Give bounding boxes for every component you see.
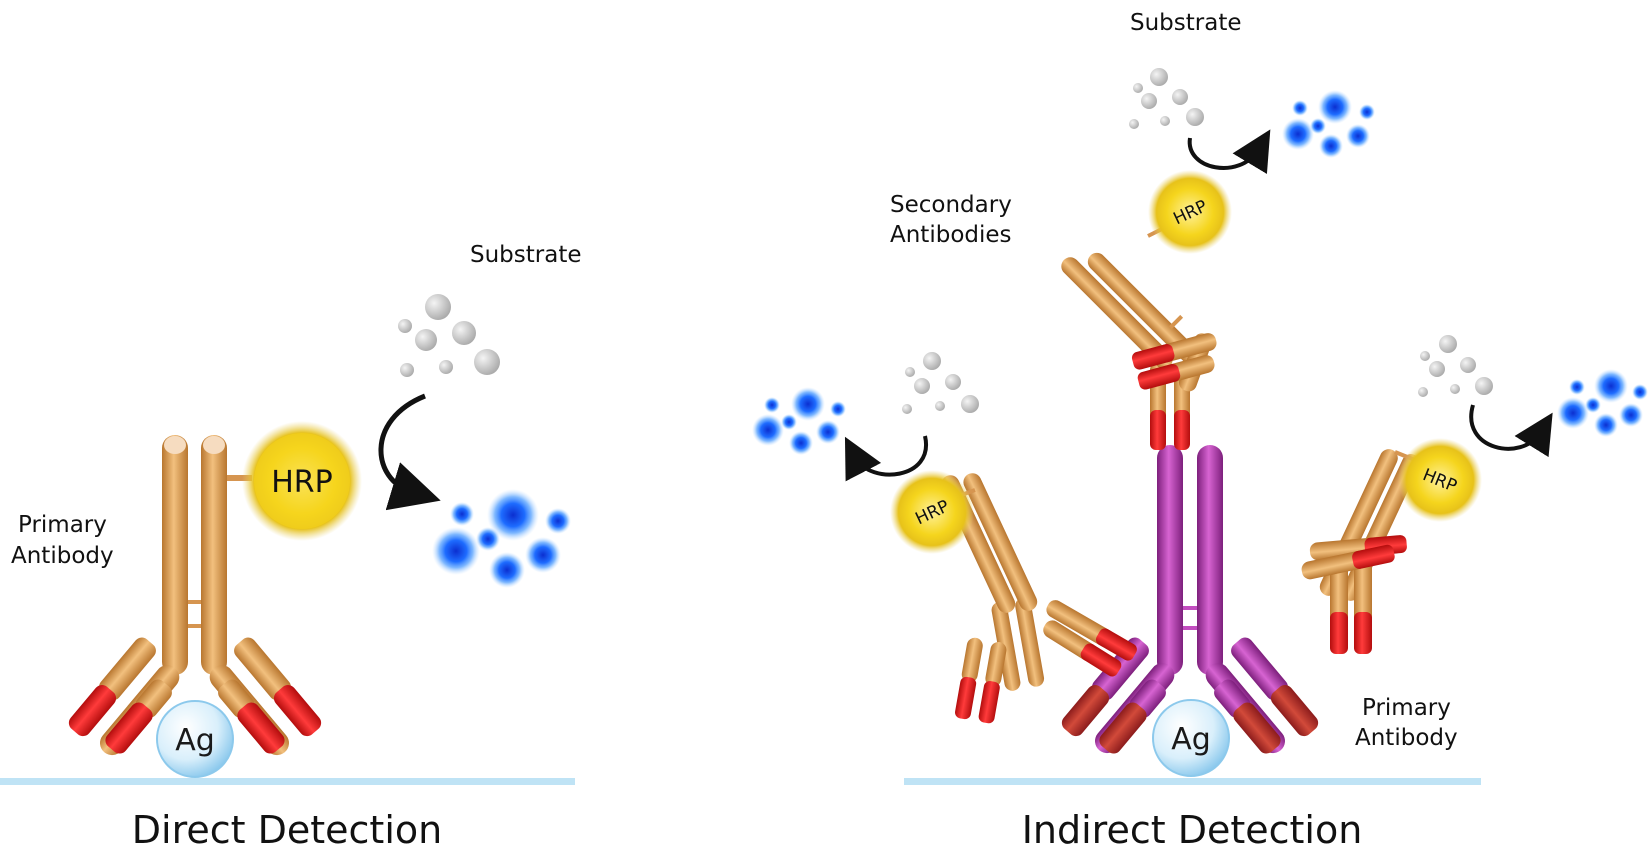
- indirect-reaction-arrow-right: [1469, 404, 1553, 458]
- direct-substrate-molecules: [398, 294, 500, 377]
- indirect-hrp-left: HRP: [890, 470, 974, 554]
- indirect-substrate-molecules-left: [902, 352, 979, 414]
- direct-primary-antibody: [68, 435, 322, 756]
- direct-reaction-arrow: [378, 393, 441, 511]
- indirect-reaction-arrow-top: [1187, 129, 1271, 175]
- indirect-substrate-label: Substrate: [1130, 10, 1242, 36]
- indirect-secondary-label-line1: Secondary: [890, 192, 1012, 218]
- indirect-surface: [904, 778, 1481, 785]
- direct-title: Direct Detection: [132, 808, 442, 852]
- direct-product-molecules: [432, 489, 571, 588]
- indirect-substrate-molecules-right: [1418, 335, 1493, 397]
- indirect-product-molecules-right: [1557, 369, 1648, 437]
- indirect-primary-label-line2: Antibody: [1355, 725, 1458, 751]
- direct-antigen-label: Ag: [175, 723, 215, 758]
- indirect-substrate-molecules-top: [1129, 68, 1204, 129]
- direct-substrate-label: Substrate: [470, 242, 582, 268]
- indirect-product-molecules-top: [1282, 90, 1375, 158]
- direct-hrp-label: HRP: [271, 465, 333, 500]
- indirect-primary-antibody: [1061, 445, 1319, 754]
- indirect-hrp-top: HRP: [1148, 170, 1232, 254]
- indirect-reaction-arrow-left: [844, 435, 929, 482]
- indirect-primary-label-line1: Primary: [1362, 695, 1451, 721]
- indirect-product-molecules-left: [752, 387, 846, 455]
- direct-surface: [0, 778, 575, 785]
- indirect-antigen: Ag: [1152, 699, 1230, 777]
- direct-primary-label-line1: Primary: [18, 512, 107, 538]
- indirect-hrp-right: HRP: [1398, 438, 1482, 522]
- direct-antigen: Ag: [156, 700, 234, 778]
- indirect-secondary-antibody-top: [1061, 224, 1217, 450]
- indirect-secondary-label-line2: Antibodies: [890, 222, 1012, 248]
- direct-hrp-enzyme: HRP: [242, 421, 362, 541]
- direct-primary-label-line2: Antibody: [11, 543, 114, 569]
- indirect-title: Indirect Detection: [1022, 808, 1363, 852]
- indirect-antigen-label: Ag: [1171, 722, 1211, 757]
